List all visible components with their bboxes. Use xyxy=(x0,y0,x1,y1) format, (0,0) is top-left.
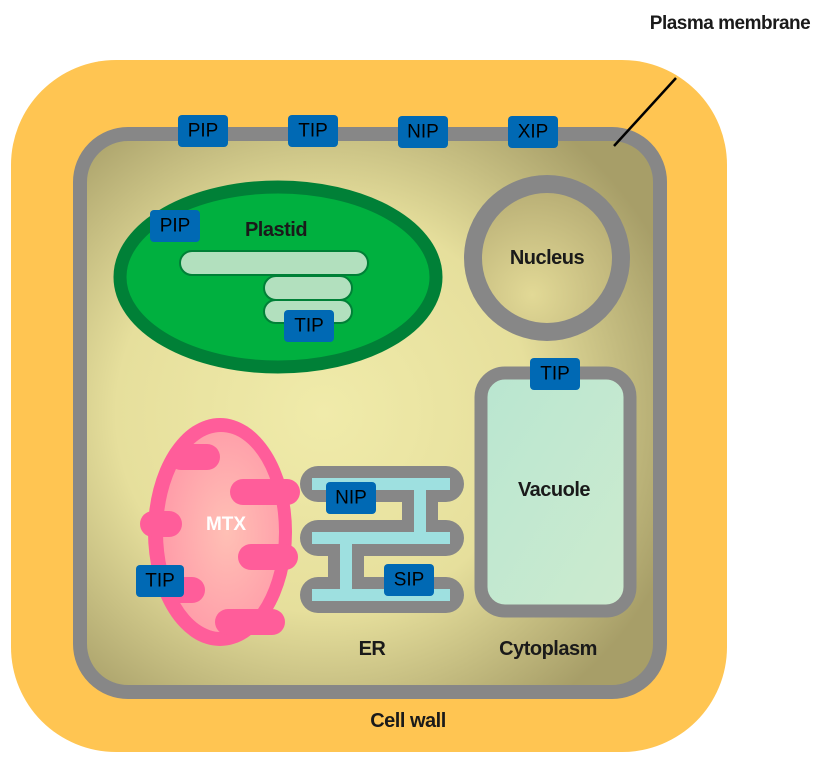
er-protein-sip: SIP xyxy=(384,564,434,596)
svg-text:TIP: TIP xyxy=(294,316,324,337)
crista xyxy=(230,479,300,505)
svg-text:SIP: SIP xyxy=(394,570,425,591)
crista xyxy=(215,609,285,635)
cytoplasm-label: Cytoplasm xyxy=(499,638,597,660)
membrane-protein-pip: PIP xyxy=(178,115,228,147)
thylakoid xyxy=(263,275,353,301)
membrane-protein-nip: NIP xyxy=(398,116,448,148)
plasma-membrane-label: Plasma membrane xyxy=(650,13,810,34)
vacuole: Vacuole xyxy=(474,366,637,618)
svg-text:NIP: NIP xyxy=(335,488,367,509)
endoplasmic-reticulum xyxy=(300,466,464,613)
svg-text:TIP: TIP xyxy=(540,364,570,385)
plastid-protein-tip: TIP xyxy=(284,310,334,342)
membrane-protein-tip: TIP xyxy=(288,115,338,147)
plastid-label: Plastid xyxy=(245,219,307,241)
plasma-membrane-leader-line xyxy=(613,77,677,147)
er-label: ER xyxy=(359,638,387,660)
plastid-protein-pip: PIP xyxy=(150,210,200,242)
membrane-protein-xip: XIP xyxy=(508,116,558,148)
svg-text:TIP: TIP xyxy=(145,571,175,592)
thylakoid xyxy=(179,250,369,276)
svg-text:NIP: NIP xyxy=(407,122,439,143)
nucleus-label: Nucleus xyxy=(510,247,585,269)
vacuole-label: Vacuole xyxy=(518,479,590,501)
svg-text:PIP: PIP xyxy=(188,121,219,142)
nucleus: Nucleus xyxy=(464,175,630,341)
svg-text:TIP: TIP xyxy=(298,121,328,142)
mtx-label: MTX xyxy=(206,514,246,535)
crista xyxy=(238,544,298,570)
mitochondrion-protein-tip: TIP xyxy=(136,565,184,597)
er-protein-nip: NIP xyxy=(326,482,376,514)
vacuole-protein-tip: TIP xyxy=(530,358,580,390)
svg-text:XIP: XIP xyxy=(518,122,549,143)
cell-wall-label: Cell wall xyxy=(370,710,446,732)
svg-text:PIP: PIP xyxy=(160,216,191,237)
crista xyxy=(140,511,182,537)
crista xyxy=(168,444,220,470)
